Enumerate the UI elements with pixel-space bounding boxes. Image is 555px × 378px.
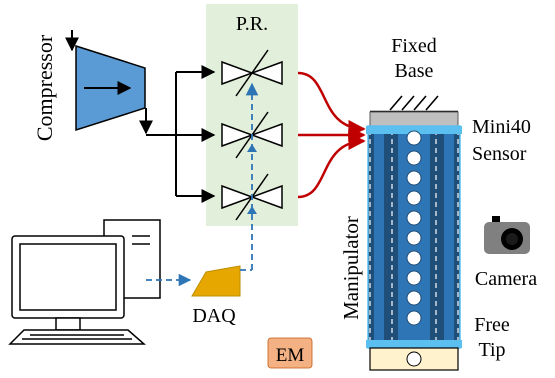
pr-label: P.R. (236, 13, 268, 35)
em-box (267, 337, 313, 369)
pressure-tubes (297, 71, 366, 199)
daq-icon (191, 265, 241, 297)
manipulator-label: Manipulator (339, 216, 363, 320)
free-tip-marker (406, 351, 422, 367)
computer-icon (8, 219, 161, 345)
em-label: EM (276, 345, 305, 366)
daq-control-signal (240, 82, 259, 271)
signal-arrowhead (247, 144, 257, 152)
mini40-label-line1: Mini40 (472, 116, 531, 138)
free-tip-label-line2: Tip (478, 339, 505, 361)
fixed-base (370, 95, 458, 114)
fixed-base-label-line1: Fixed (391, 35, 437, 57)
valve-icon (221, 173, 283, 221)
mini40-label-line2: Sensor (472, 143, 527, 165)
fixed-base-label-line2: Base (395, 60, 434, 82)
camera-icon (484, 216, 530, 254)
valve-icon (221, 49, 283, 97)
manipulator (366, 125, 462, 349)
mini40-sensor (369, 111, 459, 127)
compressor-icon (75, 44, 146, 132)
daq-label: DAQ (192, 305, 236, 327)
camera-label: Camera (475, 268, 537, 290)
signal-arrowhead (247, 206, 257, 214)
free-tip-label-line1: Free (474, 314, 510, 336)
air-lines (146, 65, 216, 203)
compressor-label: Compressor (32, 34, 57, 141)
